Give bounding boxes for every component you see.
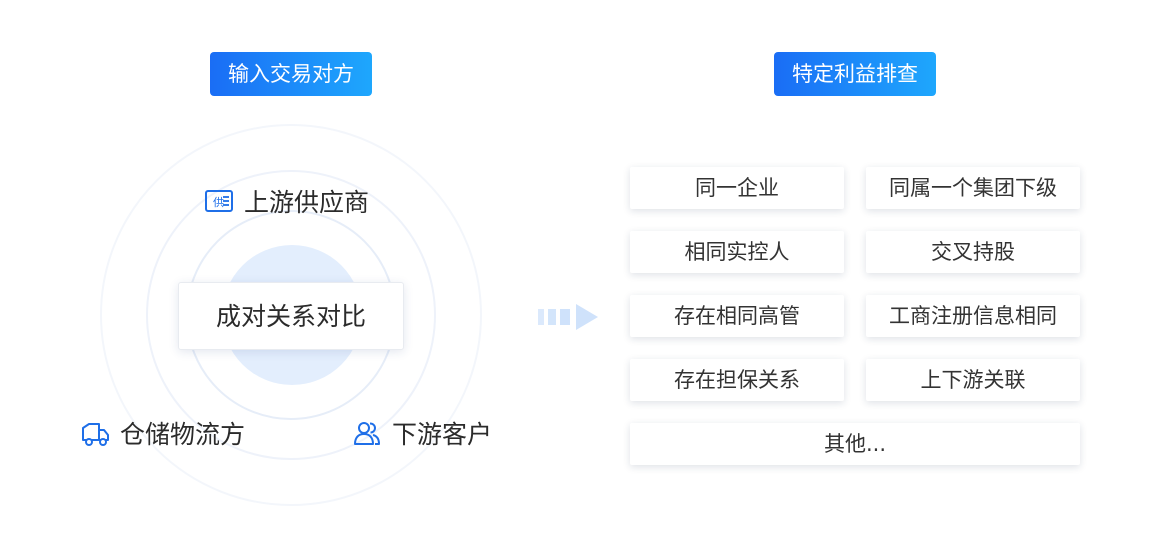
outer-ring <box>100 124 482 506</box>
specific-interest-check-header: 特定利益排查 <box>774 52 936 96</box>
supplier-card-icon: 供 <box>204 186 234 216</box>
check-item: 相同实控人 <box>630 231 844 273</box>
check-item: 交叉持股 <box>866 231 1080 273</box>
check-item: 同属一个集团下级 <box>866 167 1080 209</box>
input-counterparty-header: 输入交易对方 <box>210 52 372 96</box>
flow-arrow-icon <box>538 304 598 330</box>
delivery-truck-icon <box>80 418 110 448</box>
pairwise-comparison-box: 成对关系对比 <box>178 282 404 350</box>
party-upstream-supplier: 供 上游供应商 <box>204 184 369 218</box>
customers-icon <box>352 418 382 448</box>
party-label: 下游客户 <box>392 420 493 449</box>
supplier-card-icon-glyph: 供 <box>213 195 224 209</box>
check-item: 同一企业 <box>630 167 844 209</box>
party-logistics: 仓储物流方 <box>80 416 245 450</box>
check-item-other: 其他... <box>630 423 1080 465</box>
party-label: 仓储物流方 <box>120 420 246 449</box>
check-item: 上下游关联 <box>866 359 1080 401</box>
party-label: 上游供应商 <box>244 188 370 217</box>
party-downstream-customer: 下游客户 <box>352 416 492 450</box>
check-item: 存在相同高管 <box>630 295 844 337</box>
check-item: 工商注册信息相同 <box>866 295 1080 337</box>
check-item: 存在担保关系 <box>630 359 844 401</box>
middle-ring <box>146 170 436 460</box>
